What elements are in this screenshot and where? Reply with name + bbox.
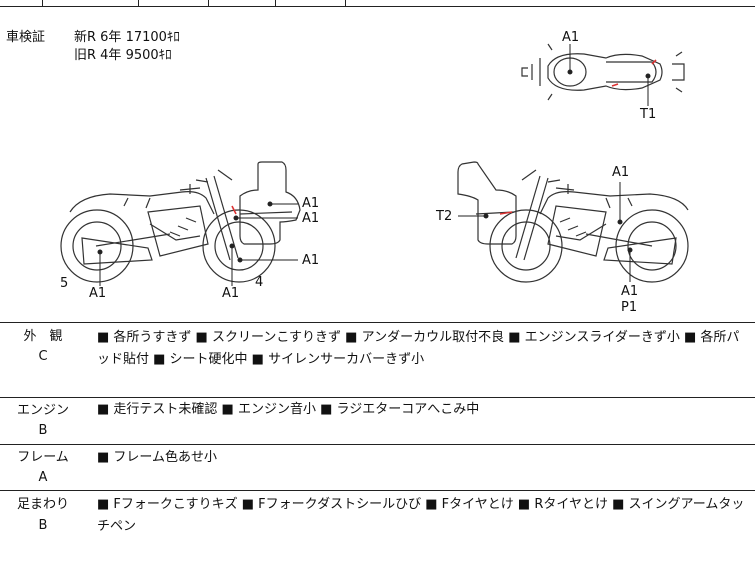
damage-label: A1 — [562, 30, 580, 45]
damage-label: P1 — [621, 300, 638, 315]
section-exterior-grade: C — [38, 349, 48, 364]
damage-label: A1 — [621, 284, 639, 299]
damage-label: A1 — [89, 286, 107, 301]
top-table-border — [0, 6, 755, 7]
damage-label: A1 — [222, 286, 240, 301]
top-cell-divider — [208, 0, 209, 6]
section-suspension-grade: B — [38, 518, 48, 533]
damage-label: A1 — [302, 211, 320, 226]
top-cell-divider — [345, 0, 346, 6]
inspection-label: 車検証 — [6, 30, 46, 45]
top-cell-divider — [275, 0, 276, 6]
right-view-bike — [457, 161, 689, 283]
top-cell-divider — [42, 0, 43, 6]
section-suspension-name: 足まわり — [16, 497, 69, 512]
section-engine-grade: B — [38, 423, 48, 438]
top-cell-divider — [138, 0, 139, 6]
section-exterior-text: ■ 各所うすきず ■ スクリーンこすりきず ■ アンダーカウル取付不良 ■ エン… — [97, 330, 740, 367]
section-divider — [0, 444, 755, 445]
damage-label: A1 — [302, 196, 320, 211]
section-frame-text: ■ フレーム色あせ小 — [97, 450, 218, 465]
damage-label: T1 — [640, 107, 657, 122]
section-engine-name: エンジン — [16, 403, 69, 418]
section-exterior-name: 外 観 — [23, 329, 63, 344]
damage-label: T2 — [436, 209, 453, 224]
left-view-bike — [60, 161, 301, 283]
top-view-bike — [521, 43, 685, 101]
damage-label: 5 — [60, 276, 69, 291]
inspection-old-row: 旧R 4年 9500ｷﾛ — [74, 48, 172, 63]
damage-label: A1 — [612, 165, 630, 180]
section-divider — [0, 397, 755, 398]
section-suspension-text: ■ Fフォークこすりキズ ■ Fフォークダストシールひび ■ Fタイヤとけ ■ … — [97, 497, 745, 534]
section-divider — [0, 490, 755, 491]
section-frame-name: フレーム — [17, 450, 69, 465]
damage-label: A1 — [302, 253, 320, 268]
damage-label: 4 — [255, 275, 264, 290]
inspection-new-row: 新R 6年 17100ｷﾛ — [74, 30, 180, 45]
section-engine-text: ■ 走行テスト未確認 ■ エンジン音小 ■ ラジエターコアへこみ中 — [97, 402, 480, 417]
section-frame-grade: A — [38, 470, 48, 485]
section-divider — [0, 322, 755, 323]
